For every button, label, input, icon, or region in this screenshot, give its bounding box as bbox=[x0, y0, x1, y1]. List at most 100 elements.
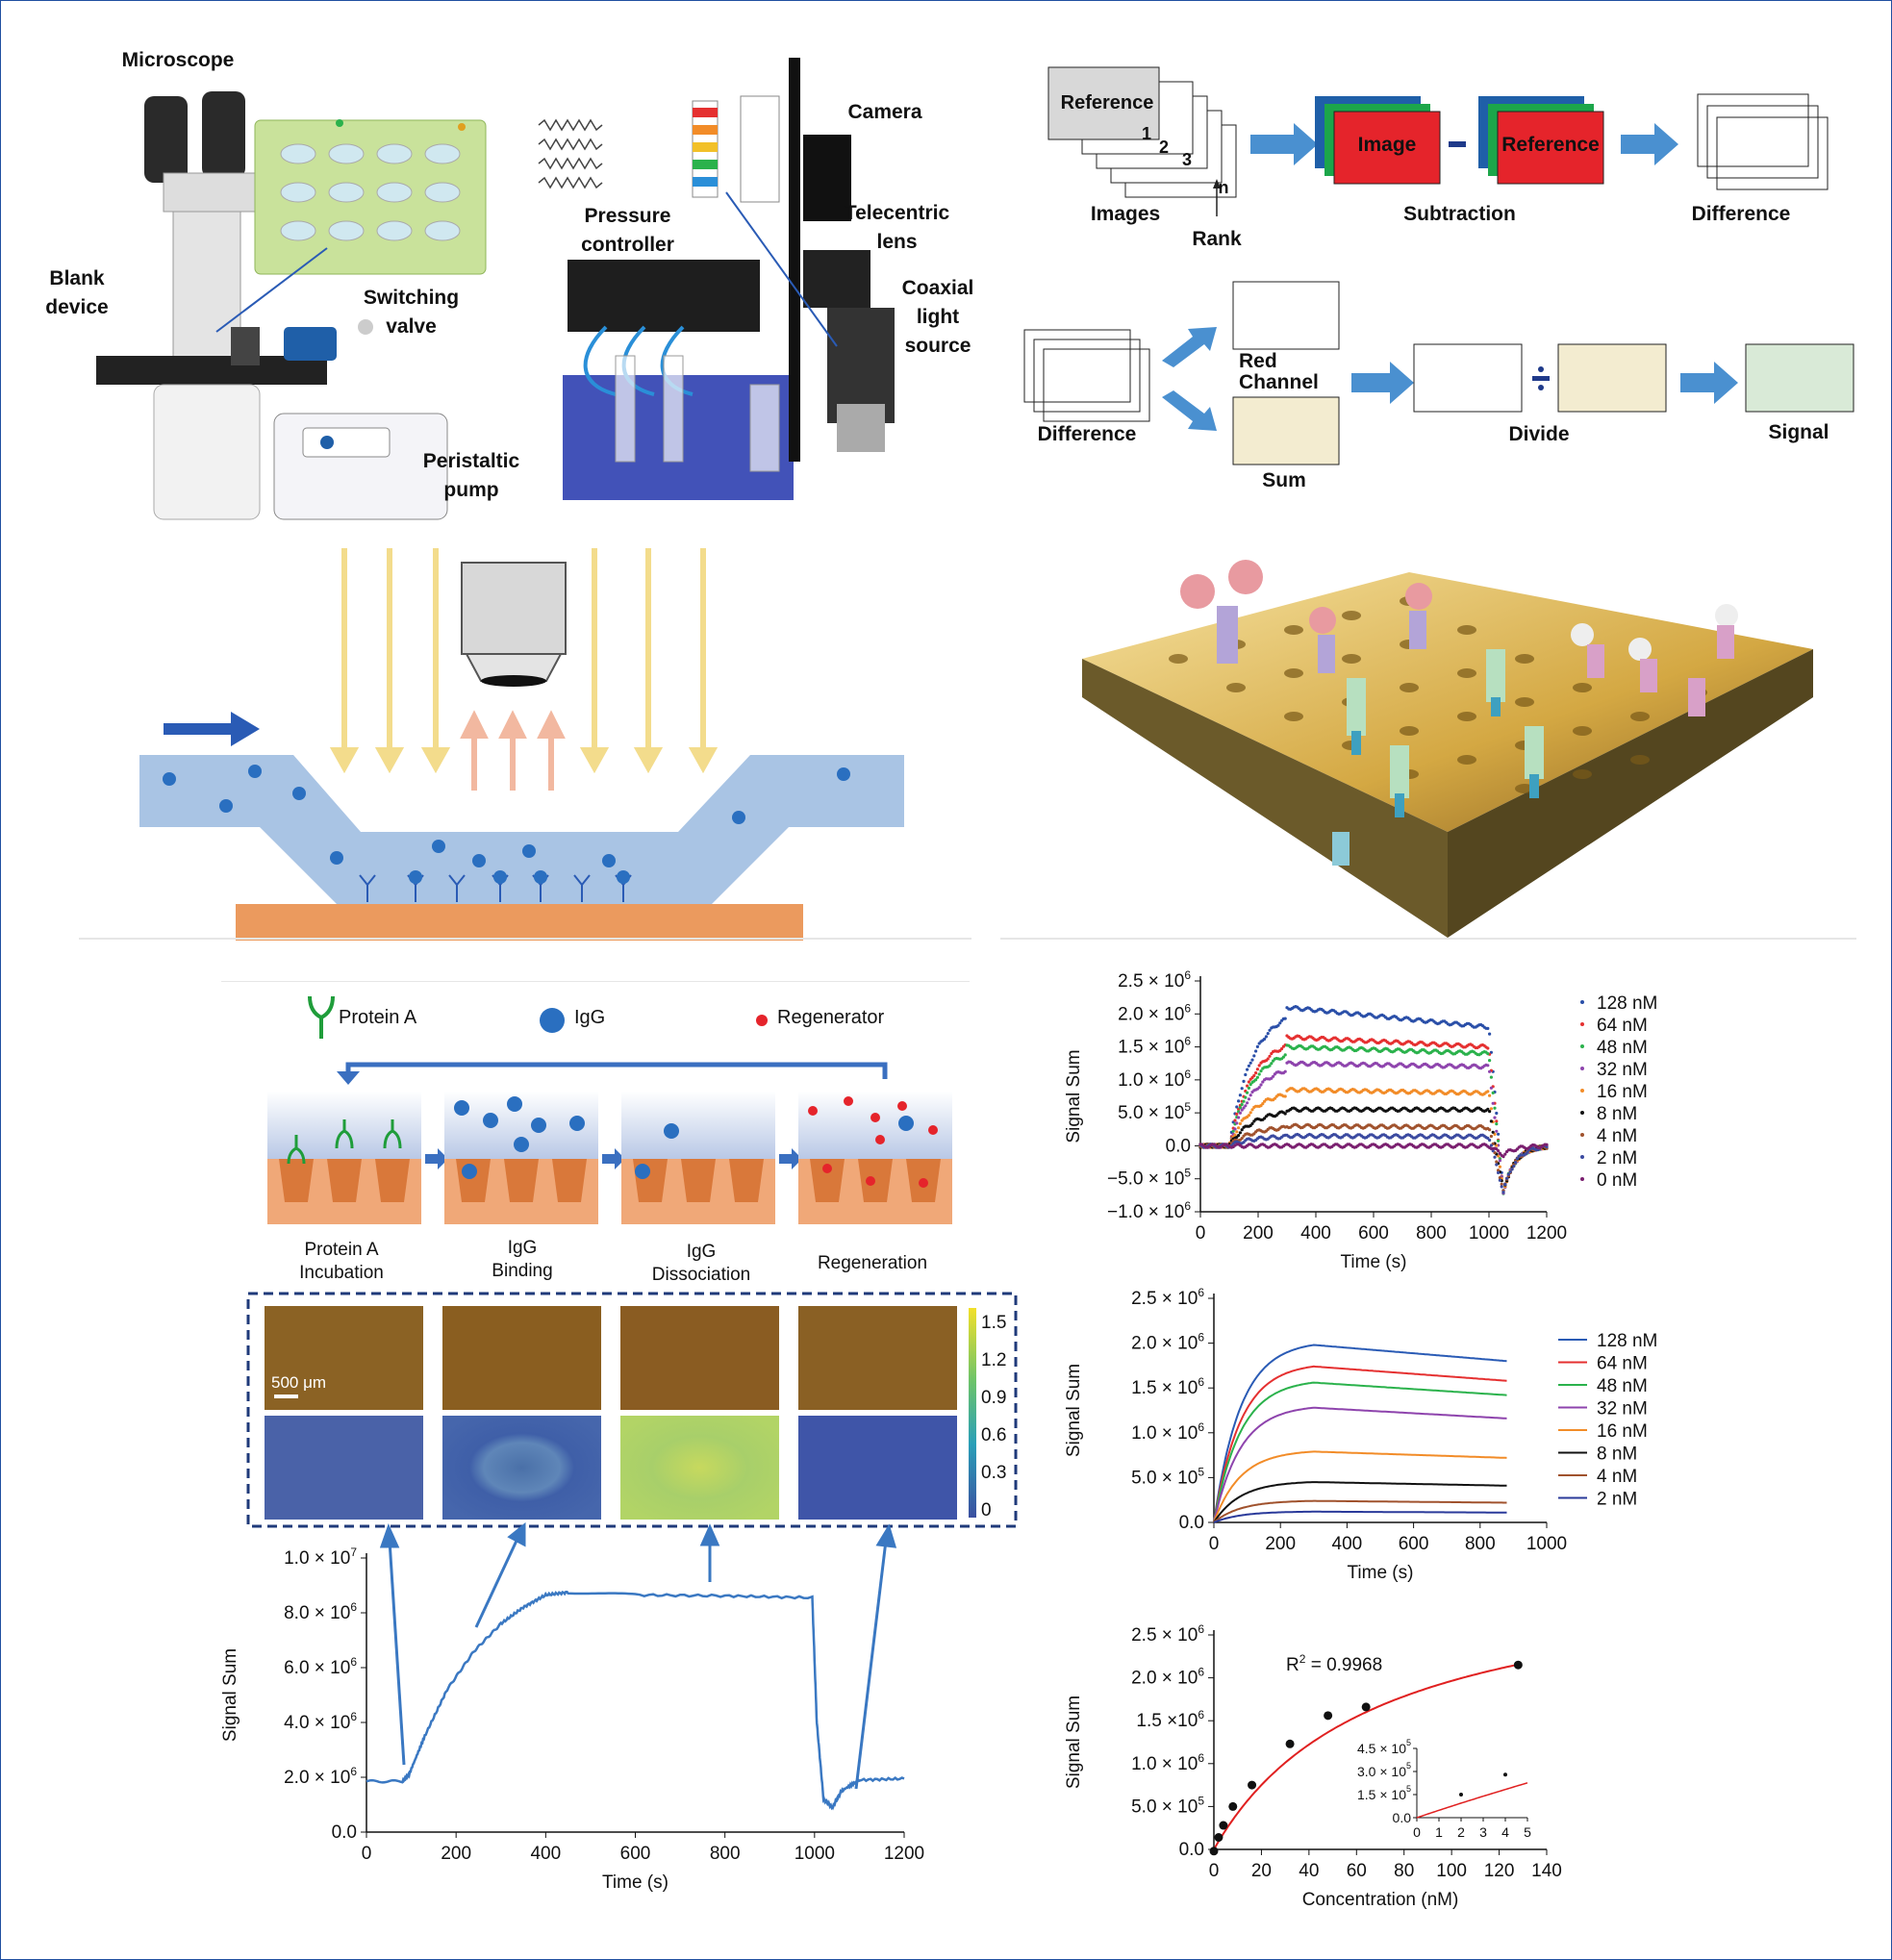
x-tick-label: 400 bbox=[530, 1844, 561, 1864]
data-point bbox=[1237, 1126, 1241, 1130]
legend-label: 4 nM bbox=[1597, 1467, 1637, 1487]
series-48-nM bbox=[1198, 1043, 1549, 1195]
nanohole-array-illustration bbox=[1082, 560, 1813, 938]
data-point bbox=[1235, 1121, 1239, 1125]
data-point bbox=[1249, 1111, 1252, 1115]
data-point bbox=[1488, 1032, 1492, 1036]
data-point bbox=[1254, 1071, 1258, 1075]
data-point bbox=[1238, 1121, 1242, 1125]
data-point bbox=[1233, 1118, 1237, 1122]
data-point bbox=[1283, 1053, 1287, 1057]
inset-data-point bbox=[1459, 1793, 1463, 1797]
x-tick-label: 800 bbox=[710, 1844, 741, 1864]
data-point bbox=[1261, 1102, 1265, 1106]
data-point bbox=[1257, 1086, 1261, 1090]
data-point bbox=[1247, 1064, 1250, 1068]
y-tick-label: 5.0 × 105 bbox=[1131, 1465, 1204, 1488]
legend-label: 8 nM bbox=[1597, 1104, 1637, 1124]
legend-marker-16-nM bbox=[1580, 1089, 1584, 1093]
data-point bbox=[1495, 1129, 1499, 1133]
data-point bbox=[1495, 1111, 1499, 1116]
label-signal: Signal bbox=[1768, 421, 1829, 443]
data-point bbox=[1495, 1160, 1499, 1164]
data-point bbox=[1252, 1073, 1256, 1078]
data-point bbox=[1488, 1093, 1492, 1097]
stage-panel-1 bbox=[267, 1092, 421, 1224]
inset-x-tick-label: 5 bbox=[1524, 1824, 1531, 1840]
y-tick-label: 1.0 × 106 bbox=[1131, 1751, 1204, 1774]
protein-a-legend-icon bbox=[308, 995, 335, 1039]
data-point bbox=[1515, 1157, 1519, 1161]
inset-y-tick-label: 1.5 × 105 bbox=[1357, 1784, 1411, 1802]
legend-marker-48-nM bbox=[1580, 1044, 1584, 1048]
data-point bbox=[1497, 1149, 1501, 1153]
label-subtraction: Subtraction bbox=[1403, 203, 1516, 225]
data-point bbox=[1273, 1096, 1276, 1100]
stage-panel-3 bbox=[621, 1092, 775, 1224]
data-point bbox=[1361, 1702, 1371, 1712]
signal-image-2 bbox=[442, 1416, 601, 1520]
data-point bbox=[1248, 1780, 1257, 1790]
y-axis-title: Signal Sum bbox=[220, 1648, 240, 1742]
data-point bbox=[1268, 1028, 1272, 1032]
y-tick-label: 0.0 bbox=[1179, 1840, 1204, 1860]
label-switching-2: valve bbox=[386, 315, 437, 338]
data-point bbox=[1497, 1170, 1501, 1174]
y-tick-label: 2.0 × 106 bbox=[1131, 1331, 1204, 1354]
denominator-box bbox=[1557, 343, 1667, 413]
label-images: Images bbox=[1090, 203, 1161, 225]
inset-x-tick-label: 2 bbox=[1457, 1824, 1465, 1840]
flow-direction-arrow bbox=[164, 712, 260, 746]
legend-label: 2 nM bbox=[1597, 1148, 1637, 1168]
legend-label: 2 nM bbox=[1597, 1490, 1637, 1510]
signal-image-4 bbox=[798, 1416, 957, 1520]
inset-data-point bbox=[1503, 1772, 1507, 1777]
data-point bbox=[1270, 1062, 1274, 1066]
igg-legend-icon bbox=[540, 1008, 565, 1033]
stage-label-4-line-1: Regeneration bbox=[817, 1253, 928, 1273]
reference-red bbox=[1497, 111, 1604, 185]
y-tick-label: 2.0 × 106 bbox=[1118, 1001, 1191, 1024]
stage-panel-2 bbox=[444, 1092, 598, 1224]
label-difference-1: Difference bbox=[1691, 203, 1791, 225]
dashed-frame bbox=[246, 1292, 1018, 1528]
x-tick-label: 80 bbox=[1394, 1861, 1414, 1881]
legend-label: 64 nM bbox=[1597, 1016, 1648, 1036]
data-point bbox=[1238, 1111, 1242, 1115]
y-tick-label: 1.5 ×106 bbox=[1136, 1708, 1204, 1731]
stage-label-1: Protein A Incubation bbox=[260, 1239, 423, 1285]
y-axis-title: Signal Sum bbox=[1064, 1364, 1084, 1457]
stage-label-3-line-2: Dissociation bbox=[651, 1265, 751, 1285]
label-reference-stack: Reference bbox=[1060, 92, 1154, 113]
colorbar-tick-4: 0.3 bbox=[981, 1463, 1007, 1483]
inset-y-tick-label: 3.0 × 105 bbox=[1357, 1761, 1411, 1779]
inset-y-tick-label: 0.0 bbox=[1393, 1810, 1412, 1825]
data-point bbox=[1247, 1114, 1250, 1118]
fit-line-64-nM bbox=[1213, 1365, 1507, 1523]
x-tick-label: 600 bbox=[1358, 1223, 1389, 1244]
data-point bbox=[1491, 1101, 1495, 1105]
data-point bbox=[1242, 1079, 1246, 1083]
label-switching-1: Switching bbox=[363, 287, 460, 309]
data-point bbox=[1505, 1176, 1509, 1180]
x-tick-label: 600 bbox=[1399, 1534, 1429, 1554]
data-point bbox=[1495, 1119, 1499, 1123]
legend-protein-a: Protein A bbox=[339, 1007, 417, 1028]
fit-line-16-nM bbox=[1213, 1450, 1507, 1523]
data-point bbox=[1228, 1801, 1238, 1811]
y-tick-label: 0.0 bbox=[1179, 1513, 1204, 1533]
y-tick-label: 2.5 × 106 bbox=[1131, 1286, 1204, 1309]
data-point bbox=[1497, 1132, 1501, 1136]
label-red-1: Red bbox=[1239, 350, 1277, 372]
fit-line-2-nM bbox=[1213, 1510, 1507, 1523]
substrate bbox=[236, 904, 803, 941]
divider-left bbox=[79, 938, 971, 940]
data-point bbox=[1493, 1116, 1497, 1119]
label-pressure-2: controller bbox=[581, 234, 674, 256]
data-point bbox=[1250, 1058, 1254, 1062]
inset-fit-curve bbox=[1416, 1782, 1528, 1819]
label-rank: Rank bbox=[1192, 228, 1242, 250]
gold-side-left bbox=[1082, 659, 1448, 938]
signal-box bbox=[1745, 343, 1854, 413]
